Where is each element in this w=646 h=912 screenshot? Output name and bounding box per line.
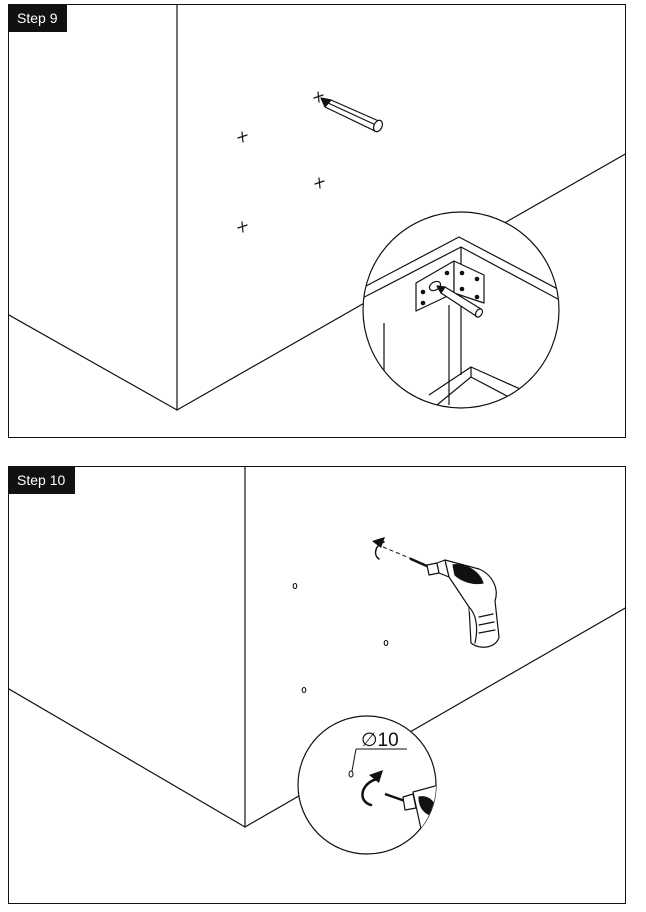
step-10-illustration: ∅10 [9, 467, 625, 855]
mark-cross [314, 177, 325, 189]
cabinet-bottom-left-edge [9, 688, 246, 828]
mark-cross [237, 131, 248, 143]
drill-icon [409, 557, 500, 648]
step-10-label: Step 10 [9, 467, 76, 494]
rotation-arrow-icon [372, 537, 385, 560]
mark-cross [313, 91, 324, 103]
pencil-marks [237, 91, 325, 233]
cabinet-bottom-left-edge [9, 314, 178, 411]
step-9-label: Step 9 [9, 5, 68, 32]
hole-detail [348, 770, 354, 778]
step-10-panel: Step 10 [8, 466, 626, 904]
drilled-hole [301, 686, 307, 694]
drill-icon [384, 784, 436, 830]
drilled-hole [292, 582, 298, 590]
drill-diameter-label: ∅10 [361, 730, 399, 751]
mark-cross [237, 221, 248, 233]
dimension-leader [351, 748, 357, 772]
drilled-hole [383, 639, 389, 647]
pencil-icon [320, 97, 384, 133]
step-9-panel: Step 9 [8, 4, 626, 438]
step-9-illustration [9, 5, 625, 411]
rotation-arrow-icon [361, 770, 383, 807]
pencil-icon [436, 285, 484, 318]
drilled-holes [292, 582, 389, 694]
